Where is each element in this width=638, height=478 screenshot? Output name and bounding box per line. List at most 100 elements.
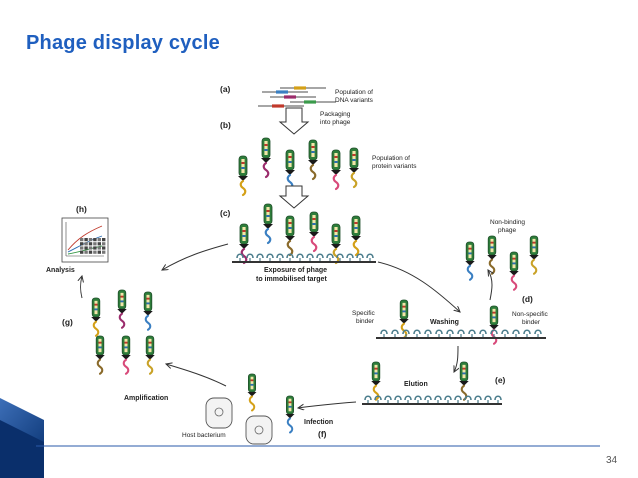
phage-particle (331, 149, 341, 191)
sequence-grid (80, 238, 106, 254)
protein-label-line2: protein variants (372, 163, 417, 170)
immobilised-target (435, 329, 443, 338)
phage-particle (459, 361, 469, 401)
immobilised-target (306, 253, 314, 262)
immobilised-target (454, 395, 462, 404)
exposure-label-line1: Exposure of phage (264, 267, 327, 274)
phage-particle (121, 335, 131, 375)
immobilised-target (346, 253, 354, 262)
phage-particle (95, 335, 105, 375)
dna-label-line1: Population of (335, 89, 373, 96)
immobilised-target (404, 395, 412, 404)
packaging-arrow (278, 107, 310, 135)
packaging-label-line1: Packaging (320, 111, 351, 118)
phage-particle (117, 289, 127, 329)
dna-label-line2: DNA variants (335, 97, 374, 104)
immobilised-target (316, 253, 324, 262)
step-label-h: (h) (76, 204, 87, 214)
step-label-g: (g) (62, 317, 73, 327)
corner-ribbon (0, 398, 600, 478)
immobilised-target (236, 253, 244, 262)
step-label-f: (f) (318, 429, 327, 439)
immobilised-target (468, 329, 476, 338)
immobilised-target (326, 253, 334, 262)
cycle-arrows (81, 243, 493, 408)
immobilised-target (414, 395, 422, 404)
immobilised-target (424, 395, 432, 404)
immobilised-target (434, 395, 442, 404)
phage-particle (239, 223, 249, 265)
phage-particle (285, 395, 295, 434)
immobilised-target (296, 253, 304, 262)
dna-variant-strips (258, 86, 336, 108)
amplified-phage-group (91, 289, 155, 375)
elution-label: Elution (404, 381, 428, 388)
immobilised-target (446, 329, 454, 338)
analysis-label: Analysis (46, 267, 75, 274)
immobilised-target (391, 329, 399, 338)
nonbinding-phage-group (465, 235, 539, 291)
immobilised-target (484, 395, 492, 404)
immobilised-target (384, 395, 392, 404)
amplification-label: Amplification (124, 395, 168, 402)
phage-particle (143, 291, 153, 331)
phage-particle (308, 139, 318, 181)
immobilised-target (424, 329, 432, 338)
immobilised-target (276, 253, 284, 262)
immobilised-target (457, 329, 465, 338)
immobilised-target (394, 395, 402, 404)
step-label-d: (d) (522, 294, 533, 304)
immobilised-target (444, 395, 452, 404)
immobilised-target (479, 329, 487, 338)
exposure-arrow (278, 185, 310, 209)
immobilised-target (380, 329, 388, 338)
step-label-c: (c) (220, 208, 231, 218)
phage-particle (331, 223, 341, 265)
phage-particle (91, 297, 101, 337)
immobilised-target (494, 395, 502, 404)
phage-particle (238, 155, 248, 197)
phage-particle (529, 235, 539, 275)
step-label-e: (e) (495, 375, 506, 385)
step-label-b: (b) (220, 120, 231, 130)
phage-particle (465, 241, 475, 281)
immobilised-target (366, 253, 374, 262)
phage-particle (263, 203, 273, 245)
analysis-panel (61, 217, 109, 263)
immobilised-target (464, 395, 472, 404)
slide-title: Phage display cycle (26, 32, 220, 54)
immobilised-target (474, 395, 482, 404)
immobilised-target (256, 253, 264, 262)
specific-binder-label-line1: Specific (352, 310, 376, 317)
phage-particle (487, 235, 497, 275)
phage-particle (285, 215, 295, 257)
immobilised-target (523, 329, 531, 338)
immobilised-target (512, 329, 520, 338)
immobilised-target (246, 253, 254, 262)
phage-particle (351, 215, 361, 257)
phage-particle (349, 147, 359, 189)
packaging-label-line2: into phage (320, 119, 351, 126)
page-number: 34 (606, 455, 618, 466)
nonspecific-binder-label-line2: binder (522, 319, 541, 326)
infection-group (205, 373, 295, 445)
immobilised-target (266, 253, 274, 262)
phage-particle (145, 335, 155, 375)
protein-label-line1: Population of (372, 155, 410, 162)
phage-particle (489, 305, 499, 345)
phage-particle (285, 149, 295, 191)
nonspecific-binder-label-line1: Non-specific (512, 311, 549, 318)
specific-binder-label-line2: binder (356, 318, 375, 325)
phage-exposure-row (236, 203, 374, 265)
immobilised-target (356, 253, 364, 262)
phage-particle (371, 361, 381, 401)
phage-particle (261, 137, 271, 179)
immobilised-target (501, 329, 509, 338)
phage-particle (247, 373, 257, 412)
nonbinding-label-line1: Non-binding (490, 219, 525, 226)
host-bacterium-label: Host bacterium (182, 432, 226, 439)
washing-label: Washing (430, 319, 459, 326)
exposure-label-line2: to immobilised target (256, 276, 327, 283)
immobilised-target (364, 395, 372, 404)
immobilised-target (534, 329, 542, 338)
